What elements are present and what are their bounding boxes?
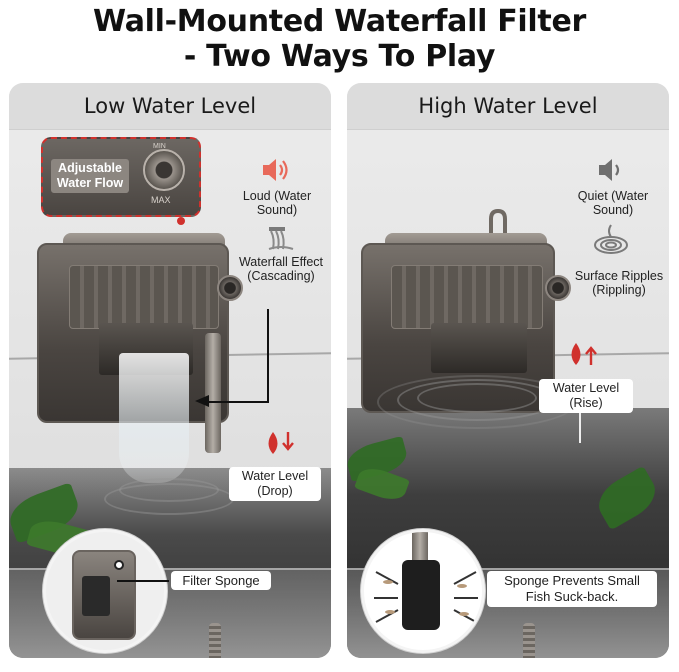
speaker-quiet-icon <box>599 159 620 181</box>
fish-guard-inset <box>361 529 485 653</box>
hose <box>523 623 535 658</box>
effect-label: Surface Ripples (Rippling) <box>574 269 664 297</box>
filter-sponge-label: Filter Sponge <box>171 571 271 590</box>
water-level-label: Water Level (Rise) <box>539 379 633 413</box>
hanger-hook-icon <box>489 209 507 233</box>
filter-spout <box>431 323 527 373</box>
dial-max-label: MAX <box>151 195 171 205</box>
panel-heading: Low Water Level <box>9 83 331 130</box>
fish-arrows-icon <box>374 571 478 623</box>
filter-window <box>69 265 219 329</box>
filter-window <box>391 265 543 329</box>
fish-guard-label: Sponge Prevents Small Fish Suck-back. <box>487 571 657 607</box>
arrow-left-icon <box>195 395 209 407</box>
flow-dial-icon[interactable] <box>143 149 185 191</box>
level-pointer-line <box>579 413 581 443</box>
sponge-block <box>82 576 110 616</box>
water-drop-up-icon <box>571 343 597 365</box>
ripples-icon <box>594 224 628 254</box>
sound-label: Loud (Water Sound) <box>242 189 312 217</box>
title-line-2: - Two Ways To Play <box>183 39 496 74</box>
knob-indicator-dot <box>177 217 185 225</box>
splash-ripple <box>104 483 234 515</box>
effect-label: Waterfall Effect (Cascading) <box>238 255 324 283</box>
waterfall-icon <box>268 227 294 250</box>
sponge-cover <box>402 560 440 630</box>
hose <box>209 623 221 658</box>
flow-knob[interactable] <box>217 275 243 301</box>
pointer-dot <box>114 560 124 570</box>
flow-knob[interactable] <box>545 275 571 301</box>
adjustable-flow-label: Adjustable Water Flow <box>51 159 129 193</box>
panel-heading: High Water Level <box>347 83 669 130</box>
low-water-level-panel: Low Water Level Adjustable Water Flow MI… <box>9 83 331 658</box>
page-title: Wall-Mounted Waterfall Filter - Two Ways… <box>0 4 679 74</box>
effect-pointer-line <box>267 309 269 402</box>
water-drop-down-icon <box>268 432 294 454</box>
dial-min-label: MIN <box>153 143 166 150</box>
waterfall-stream <box>119 353 189 483</box>
title-line-1: Wall-Mounted Waterfall Filter <box>93 4 586 39</box>
intake-pipe <box>412 532 428 562</box>
effect-pointer-line <box>209 401 269 403</box>
sponge-pointer-line <box>117 580 169 582</box>
water-level-label: Water Level (Drop) <box>229 467 321 501</box>
sound-label: Quiet (Water Sound) <box>577 189 649 217</box>
high-water-level-panel: High Water Level Quiet (Water Sound) Sur… <box>347 83 669 658</box>
adjustable-flow-inset: Adjustable Water Flow MIN MAX <box>41 137 201 217</box>
speaker-loud-icon <box>263 159 288 181</box>
filter-sponge-inset <box>43 529 167 653</box>
intake-tube <box>205 333 221 453</box>
